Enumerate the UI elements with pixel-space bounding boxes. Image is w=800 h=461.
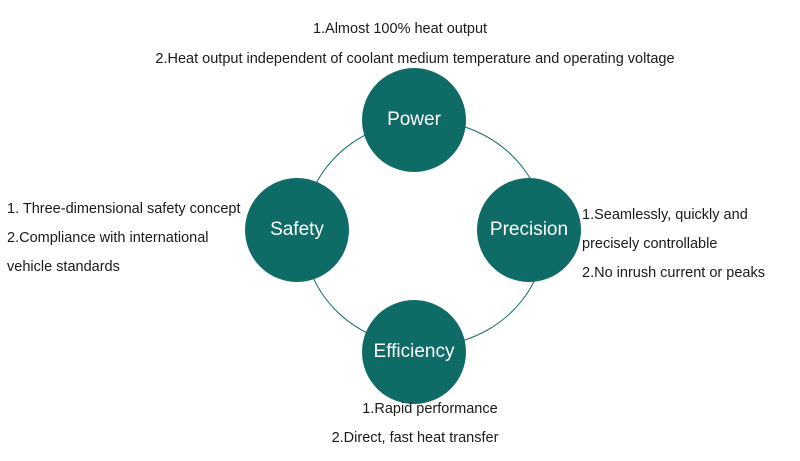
node-power-label: Power <box>387 109 441 130</box>
precision-note-2: precisely controllable <box>582 236 718 252</box>
safety-note-1: 1. Three-dimensional safety concept <box>7 201 241 217</box>
efficiency-note-1: 1.Rapid performance <box>362 401 498 417</box>
precision-note-1: 1.Seamlessly, quickly and <box>582 207 748 223</box>
power-note-1: 1.Almost 100% heat output <box>312 21 488 37</box>
node-precision-label: Precision <box>489 219 569 240</box>
node-safety: Safety <box>245 178 349 282</box>
efficiency-note-2: 2.Direct, fast heat transfer <box>331 430 499 446</box>
safety-note-2: 2.Compliance with international <box>7 230 209 246</box>
node-safety-label: Safety <box>270 219 324 240</box>
node-power: Power <box>362 68 466 172</box>
safety-note-3: vehicle standards <box>7 259 120 275</box>
power-note-2: 2.Heat output independent of coolant med… <box>155 51 675 67</box>
node-efficiency: Efficiency <box>362 300 466 404</box>
node-precision: Precision <box>477 178 581 282</box>
precision-note-3: 2.No inrush current or peaks <box>582 265 765 281</box>
node-efficiency-label: Efficiency <box>373 341 455 362</box>
